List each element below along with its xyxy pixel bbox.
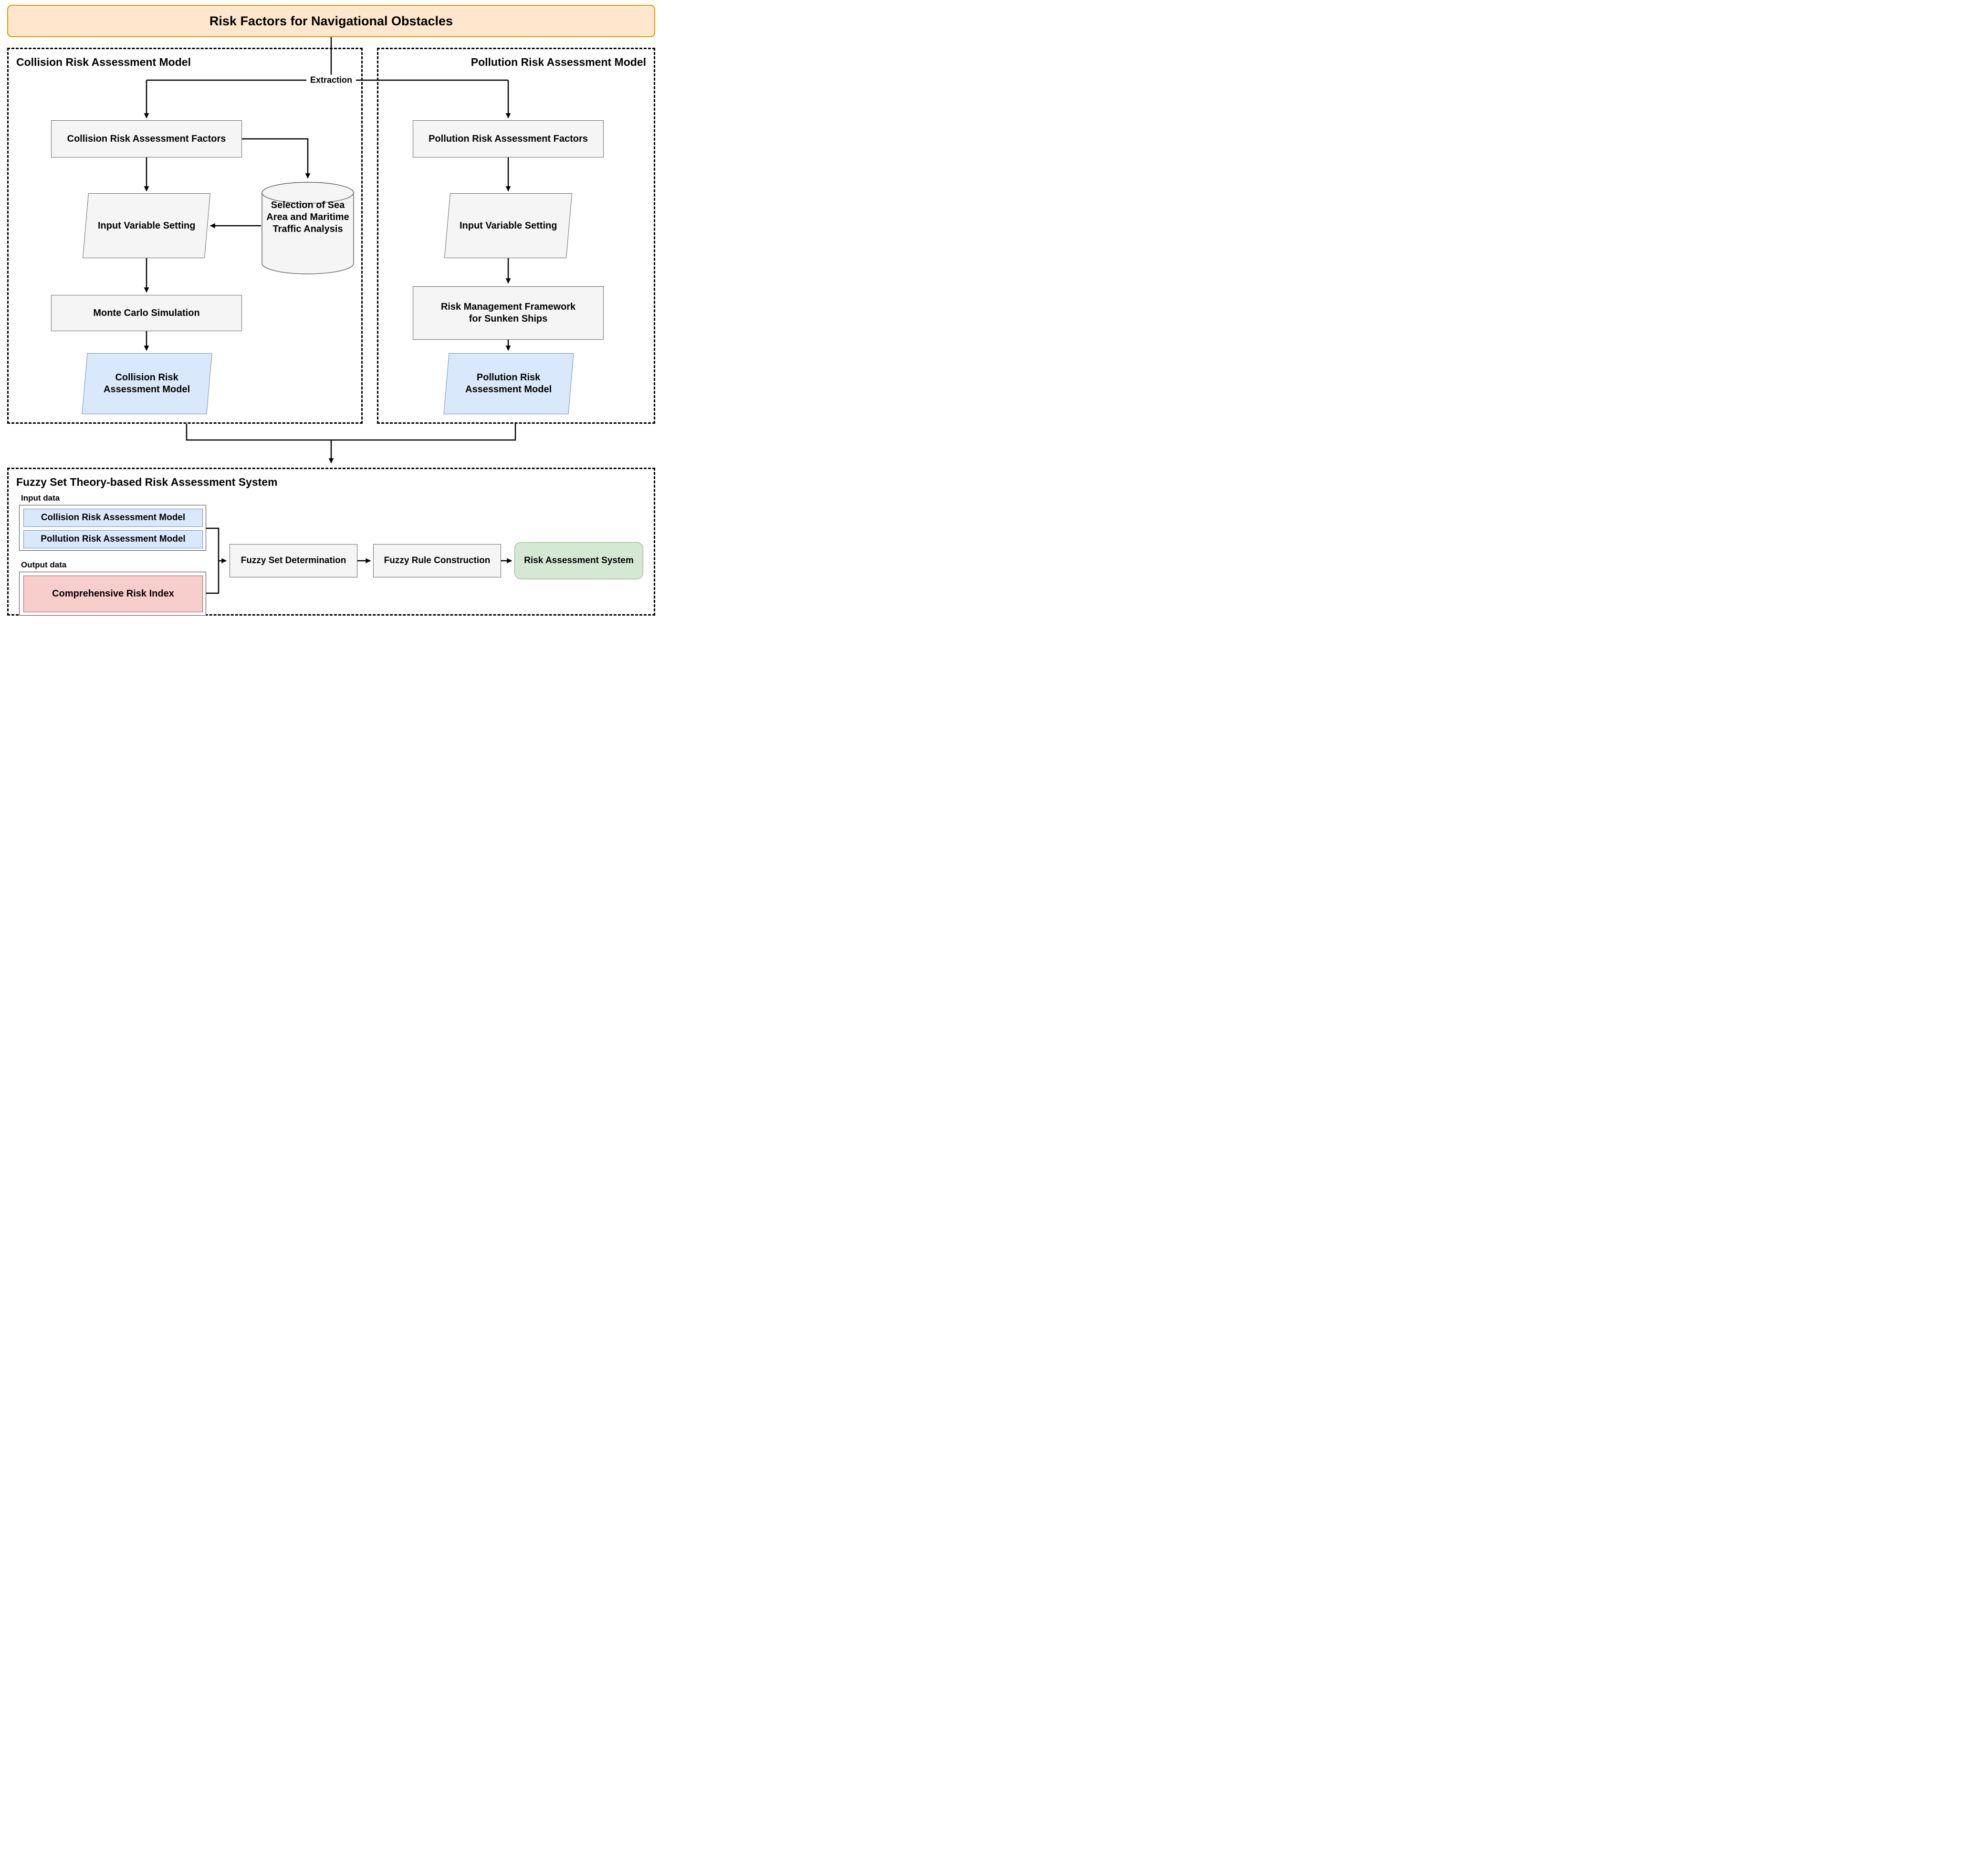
collision-section-title: Collision Risk Assessment Model [16,56,191,68]
input-data-label: Input data [21,493,60,503]
flowchart-canvas: Risk Factors for Navigational Obstacles … [0,0,663,620]
pollution-model-node: Pollution Risk Assessment Model [443,353,574,414]
page-title: Risk Factors for Navigational Obstacles [209,13,453,28]
fuzzy-section-title: Fuzzy Set Theory-based Risk Assessment S… [16,476,278,488]
pollution-input-variable-node: Input Variable Setting [444,193,572,258]
connector-factors-to-cylinder [242,138,311,179]
connector-sections-merge [186,424,516,441]
cylinder-shape [262,182,354,274]
connector-lines [144,37,516,594]
monte-carlo-node: Monte Carlo Simulation [51,295,242,331]
input-item-collision-model: Collision Risk Assessment Model [23,509,203,527]
pollution-section-title: Pollution Risk Assessment Model [471,56,646,68]
input-data-container: Collision Risk Assessment Model Pollutio… [19,505,206,551]
collision-input-variable-node: Input Variable Setting [83,193,210,258]
risk-framework-node: Risk Management Framework for Sunken Shi… [413,286,604,340]
output-data-container: Comprehensive Risk Index [19,572,206,616]
collision-factors-node: Collision Risk Assessment Factors [51,120,242,157]
pollution-section: Pollution Risk Assessment Model [377,48,655,424]
fuzzy-section: Fuzzy Set Theory-based Risk Assessment S… [7,468,655,616]
comprehensive-risk-index-node: Comprehensive Risk Index [23,576,203,612]
risk-assessment-system-node: Risk Assessment System [514,542,643,579]
title-banner: Risk Factors for Navigational Obstacles [7,5,655,37]
extraction-label: Extraction [306,74,356,86]
input-item-pollution-model: Pollution Risk Assessment Model [23,530,203,548]
output-data-label: Output data [21,560,67,569]
fuzzy-set-determination-node: Fuzzy Set Determination [230,544,357,577]
sea-area-cylinder-node: Selection of Sea Area and Maritime Traff… [261,180,355,276]
collision-model-node: Collision Risk Assessment Model [82,353,212,414]
fuzzy-rule-construction-node: Fuzzy Rule Construction [373,544,501,577]
pollution-factors-node: Pollution Risk Assessment Factors [413,120,604,157]
collision-section: Collision Risk Assessment Model [7,48,363,424]
connector-io-bracket [206,527,220,594]
